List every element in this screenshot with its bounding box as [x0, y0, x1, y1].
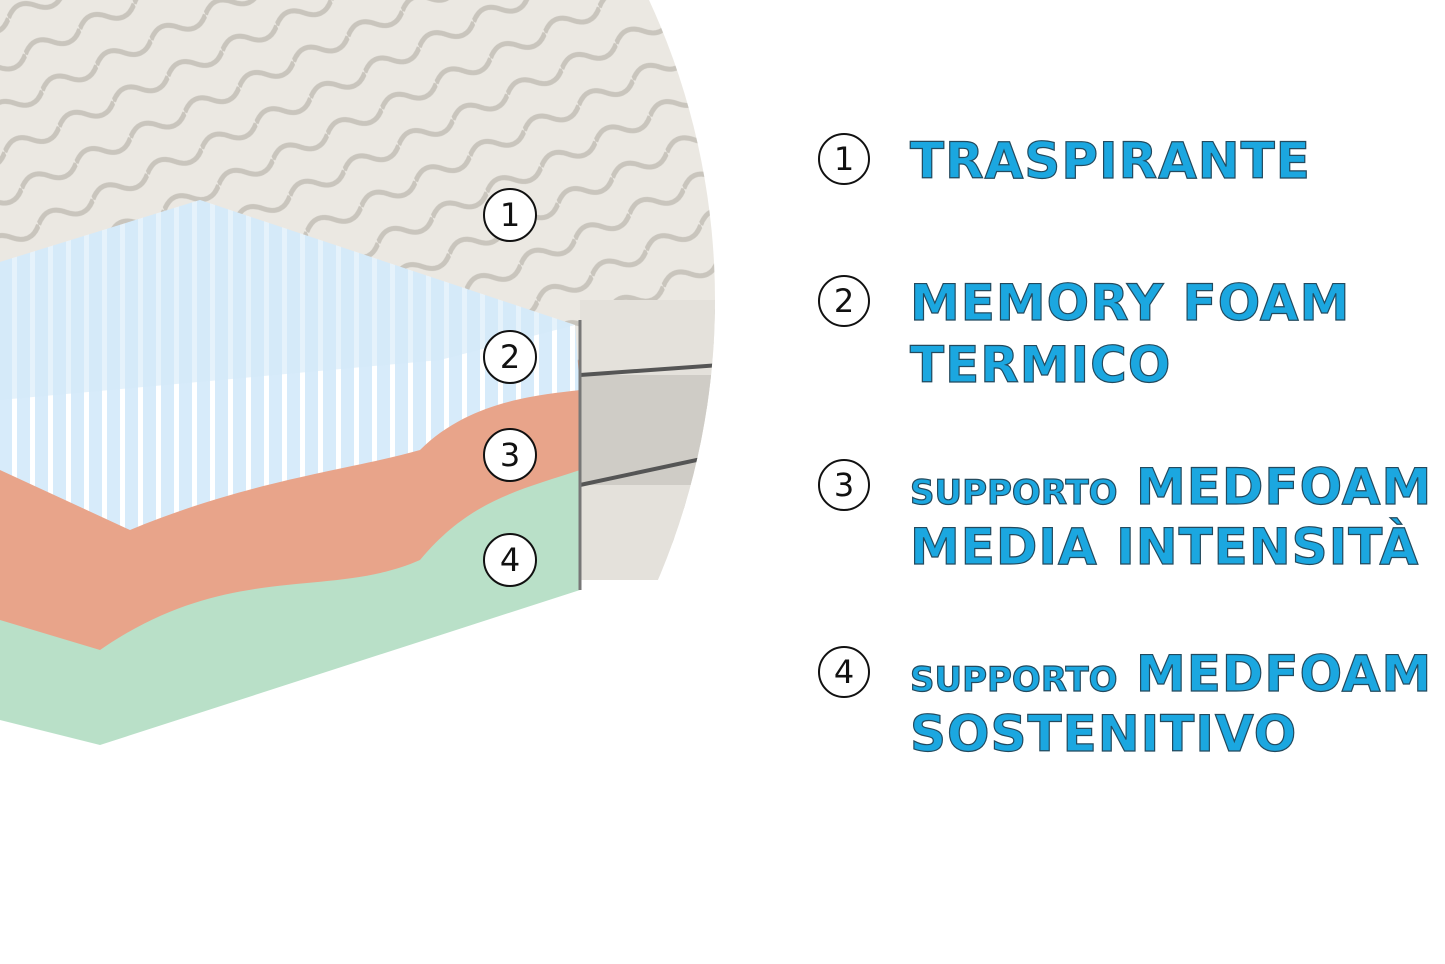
layer-prefix: SUPPORTO: [909, 472, 1118, 513]
number-badge: 4: [818, 646, 870, 698]
layer-title: MEMORY FOAM: [909, 273, 1351, 332]
number-badge: 2: [818, 275, 870, 327]
layer-marker-4: 4: [483, 533, 537, 587]
layer-title: SUPPORTO MEDFOAM: [909, 456, 1433, 524]
layer-title-line-2: SOSTENITIVO: [909, 704, 1298, 763]
layer-prefix: SUPPORTO: [909, 659, 1118, 700]
layer-title-line-2: TERMICO: [909, 335, 1172, 394]
layer-marker-2: 2: [483, 330, 537, 384]
layer-title-line-2: MEDIA INTENSITÀ: [909, 517, 1420, 576]
number-badge: 3: [818, 459, 870, 511]
layer-marker-3: 3: [483, 428, 537, 482]
layer-title: SUPPORTO MEDFOAM: [909, 643, 1433, 711]
layer-name: MEDFOAM: [1135, 644, 1433, 703]
layer-marker-1: 1: [483, 188, 537, 242]
mattress-cross-section-illustration: [0, 0, 760, 800]
layer-title: TRASPIRANTE: [909, 131, 1311, 190]
number-badge: 1: [818, 133, 870, 185]
layer-name: MEDFOAM: [1135, 457, 1433, 516]
